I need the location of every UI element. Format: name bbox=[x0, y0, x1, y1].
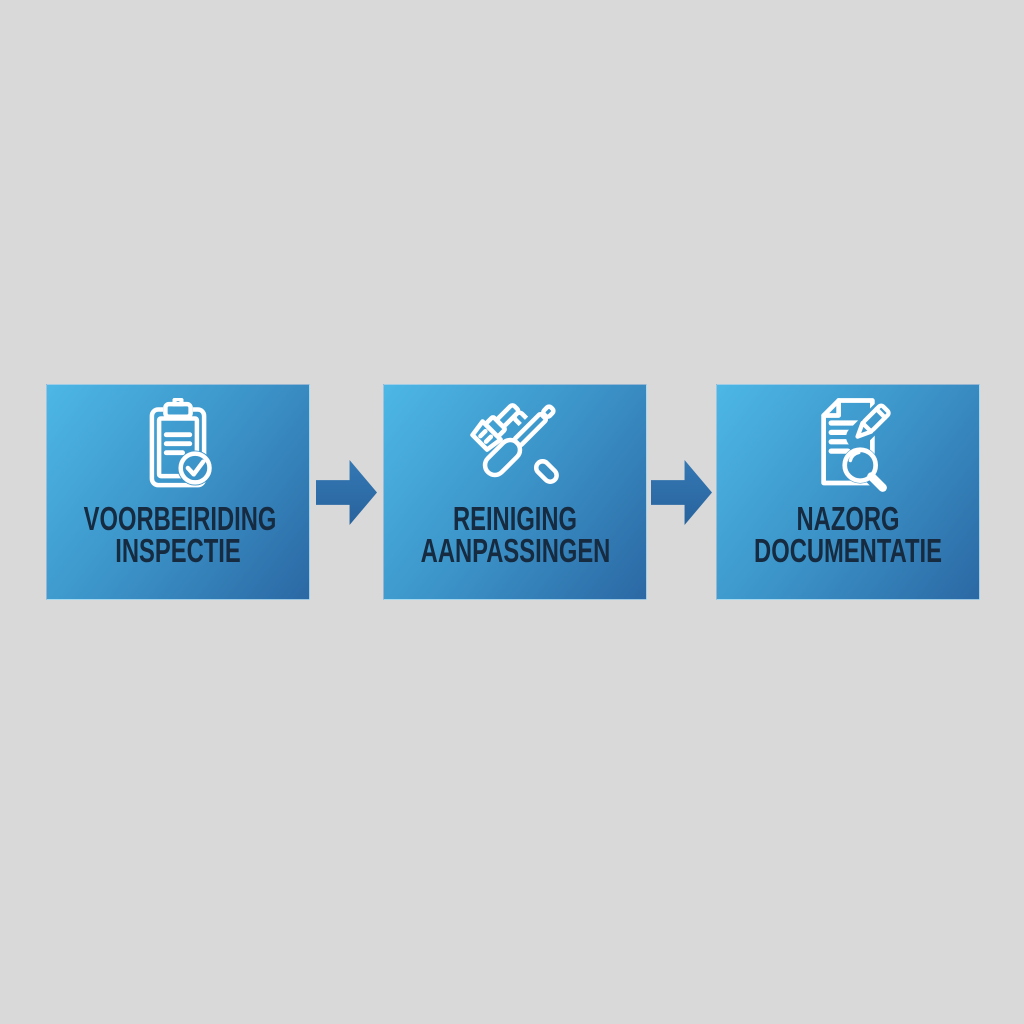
step-nazorg-documentatie: NAZORG DOCUMENTATIE bbox=[716, 384, 980, 600]
step3-label: NAZORG DOCUMENTATIE bbox=[754, 500, 943, 569]
brush-screwdriver-icon bbox=[470, 403, 559, 484]
step-voorbereiding-inspectie: VOORBEIRIDING INSPECTIE bbox=[46, 384, 310, 600]
step2-icon-slot bbox=[461, 389, 569, 501]
step1-icon-slot bbox=[133, 389, 223, 501]
arrow-right-icon bbox=[651, 460, 712, 525]
step1-label-line2: INSPECTIE bbox=[115, 532, 241, 569]
step3-label-line2: DOCUMENTATIE bbox=[754, 532, 942, 569]
step3-label-line1: NAZORG bbox=[796, 500, 900, 537]
arrow-right-icon bbox=[316, 460, 377, 525]
step2-label-line1: REINIGING bbox=[452, 500, 578, 537]
clipboard-check-icon bbox=[149, 395, 212, 487]
step2-label-line2: AANPASSINGEN bbox=[420, 532, 611, 569]
step1-label: VOORBEIRIDING INSPECTIE bbox=[83, 500, 277, 569]
step1-label-line1: VOORBEIRIDING bbox=[83, 500, 277, 537]
step2-label: REINIGING AANPASSINGEN bbox=[420, 500, 611, 569]
document-magnifier-pencil-icon bbox=[821, 397, 891, 492]
step-reiniging-aanpassingen: REINIGING AANPASSINGEN bbox=[383, 384, 647, 600]
step3-icon-slot bbox=[801, 389, 895, 501]
